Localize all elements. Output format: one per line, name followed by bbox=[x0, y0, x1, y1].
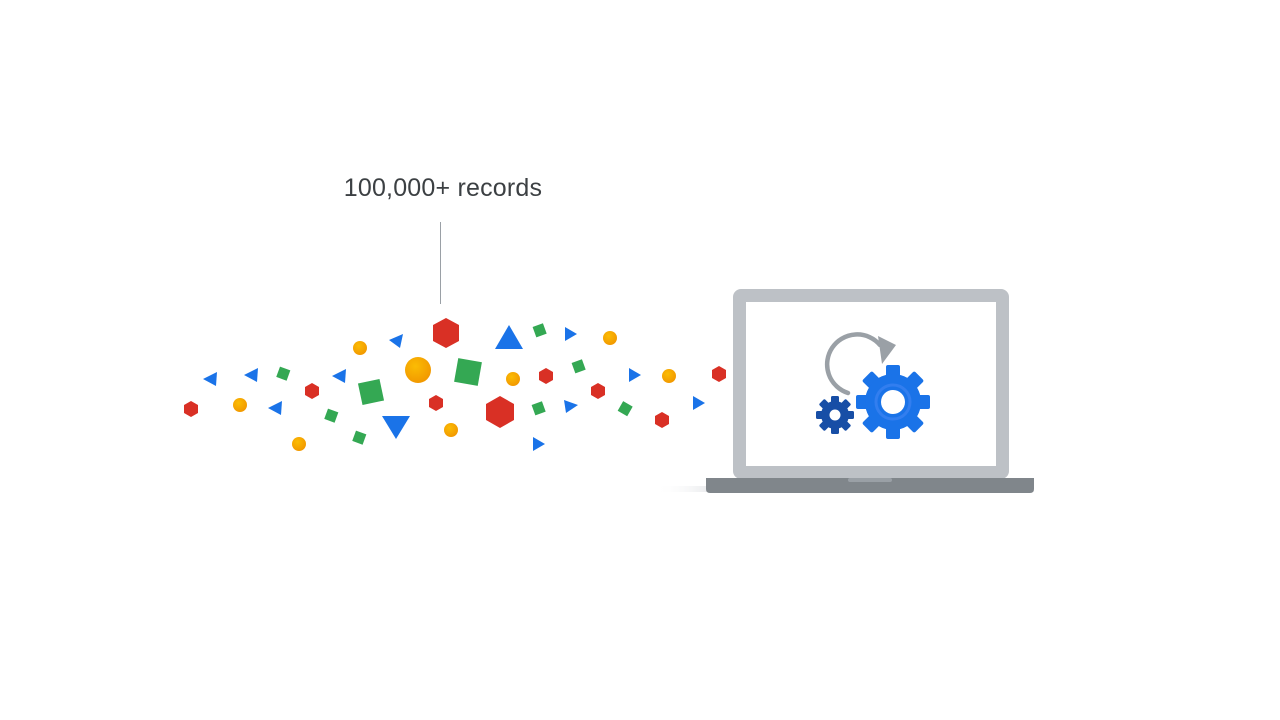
yellow-circle-record bbox=[603, 331, 617, 345]
red-hexagon-record bbox=[712, 366, 726, 382]
red-hexagon-record bbox=[305, 383, 319, 399]
large-gear-icon bbox=[856, 365, 930, 439]
laptop-icon bbox=[655, 289, 1034, 493]
blue-triangle-record bbox=[332, 369, 346, 383]
laptop-trackpad-notch bbox=[848, 478, 892, 482]
data-records-cloud bbox=[184, 318, 726, 451]
blue-triangle-record bbox=[564, 400, 578, 413]
blue-triangle-record bbox=[533, 437, 545, 451]
green-square-record bbox=[454, 358, 482, 386]
red-hexagon-record bbox=[184, 401, 198, 417]
refresh-arrow-icon bbox=[824, 332, 883, 396]
yellow-circle-record bbox=[444, 423, 458, 437]
records-count-label: 100,000+ records bbox=[343, 174, 543, 202]
yellow-circle-record bbox=[405, 357, 431, 383]
green-square-record bbox=[571, 359, 586, 374]
blue-triangle-record bbox=[389, 334, 403, 348]
red-hexagon-record bbox=[591, 383, 605, 399]
blue-triangle-record bbox=[495, 325, 523, 349]
green-square-record bbox=[531, 401, 546, 416]
green-square-record bbox=[276, 366, 291, 381]
green-square-record bbox=[617, 401, 633, 417]
yellow-circle-record bbox=[506, 372, 520, 386]
blue-triangle-record bbox=[629, 368, 641, 382]
green-square-record bbox=[324, 408, 339, 423]
blue-triangle-record bbox=[693, 396, 705, 410]
green-square-record bbox=[352, 430, 367, 445]
refresh-arrowhead-icon bbox=[878, 336, 896, 364]
green-square-record bbox=[357, 378, 385, 406]
yellow-circle-record bbox=[233, 398, 247, 412]
red-hexagon-record bbox=[486, 396, 514, 428]
yellow-circle-record bbox=[292, 437, 306, 451]
green-square-record bbox=[532, 323, 547, 338]
red-hexagon-record bbox=[539, 368, 553, 384]
yellow-circle-record bbox=[662, 369, 676, 383]
small-gear-icon bbox=[816, 396, 854, 434]
blue-triangle-record bbox=[203, 372, 217, 386]
yellow-circle-record bbox=[353, 341, 367, 355]
blue-triangle-record bbox=[565, 327, 577, 341]
laptop-base bbox=[706, 478, 1034, 493]
blue-triangle-record bbox=[244, 368, 258, 382]
red-hexagon-record bbox=[433, 318, 459, 348]
red-hexagon-record bbox=[429, 395, 443, 411]
blue-triangle-record bbox=[268, 401, 282, 415]
blue-triangle-record bbox=[382, 416, 410, 439]
red-hexagon-record bbox=[655, 412, 669, 428]
label-pointer-line bbox=[440, 222, 441, 304]
laptop-shadow bbox=[655, 486, 715, 492]
gears-icon bbox=[816, 332, 930, 439]
